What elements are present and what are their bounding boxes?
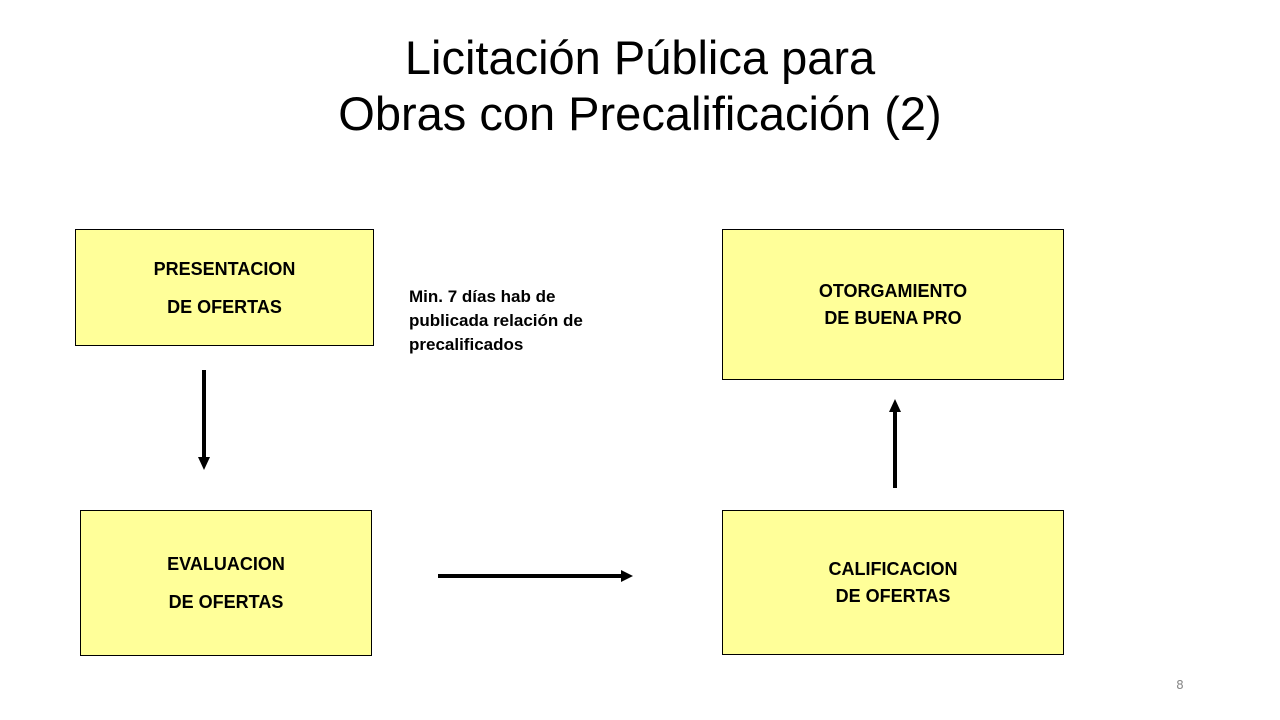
plazo-note-line-1: Min. 7 días hab de	[409, 287, 556, 306]
plazo-note: Min. 7 días hab de publicada relación de…	[409, 285, 649, 357]
arrow-evaluacion-to-calificacion	[438, 570, 633, 582]
otorgamiento-buena-pro-label-line-1: OTORGAMIENTO	[818, 280, 968, 301]
presentacion-ofertas-box: PRESENTACION DE OFERTAS	[75, 229, 374, 346]
otorgamiento-buena-pro-label-line-2: DE BUENA PRO	[824, 307, 962, 328]
evaluacion-ofertas-label-line-1: EVALUACION	[167, 554, 285, 574]
arrow-presentacion-to-evaluacion	[198, 370, 210, 470]
plazo-note-line-2: publicada relación de	[409, 311, 583, 330]
arrow-calificacion-to-otorgamiento	[889, 399, 901, 488]
calificacion-ofertas-box: CALIFICACION DE OFERTAS	[722, 510, 1064, 655]
presentacion-ofertas-label-line-2: DE OFERTAS	[167, 296, 282, 317]
slide-title: Licitación Pública para Obras con Precal…	[0, 30, 1280, 142]
evaluacion-ofertas-label-line-2: DE OFERTAS	[168, 592, 284, 612]
presentacion-ofertas-label-line-1: PRESENTACION	[153, 258, 296, 279]
page-number: 8	[1176, 678, 1184, 692]
evaluacion-ofertas-box: EVALUACION DE OFERTAS	[80, 510, 372, 656]
otorgamiento-buena-pro-box: OTORGAMIENTO DE BUENA PRO	[722, 229, 1064, 380]
calificacion-ofertas-label-line-1: CALIFICACION	[828, 558, 958, 579]
slide-title-line-2: Obras con Precalificación (2)	[338, 87, 942, 140]
slide-title-line-1: Licitación Pública para	[404, 31, 876, 84]
plazo-note-line-3: precalificados	[409, 335, 524, 354]
calificacion-ofertas-label-line-2: DE OFERTAS	[835, 585, 951, 606]
